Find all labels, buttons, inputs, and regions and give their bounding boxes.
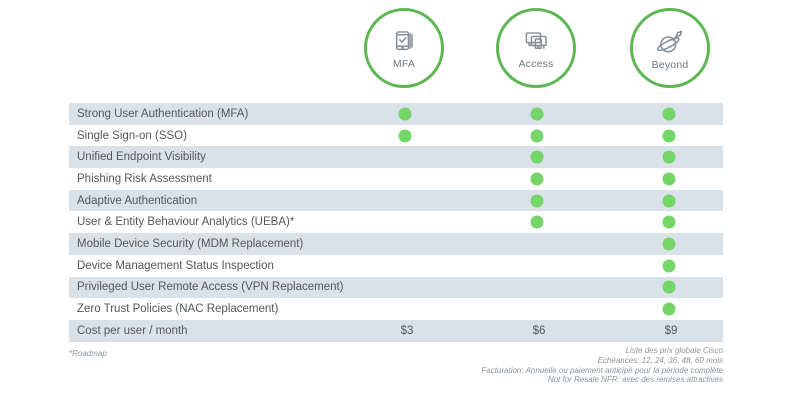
feature-label: Single Sign-on (SSO) [77,129,187,142]
availability-dot [398,129,412,143]
cost-row: Cost per user / month $3 $6 $9 [69,319,723,342]
table-row: User & Entity Behaviour Analytics (UEBA)… [69,211,723,233]
pricing-note-line: Facturation: Annuelle ou paiement antici… [481,365,723,375]
table-row: Phishing Risk Assessment [69,168,723,190]
feature-label: Mobile Device Security (MDM Replacement) [77,237,304,250]
plan-label: MFA [392,58,416,70]
feature-label: Zero Trust Policies (NAC Replacement) [77,303,279,316]
roadmap-footnote: *Roadmap [69,349,107,358]
plan-badge-beyond: Beyond [630,8,710,88]
feature-comparison-table: Strong User Authentication (MFA) Single … [69,103,723,342]
table-row: Device Management Status Inspection [69,255,723,277]
feature-label: Unified Endpoint Visibility [77,151,206,164]
availability-dot [530,150,544,164]
availability-dot [662,259,676,273]
feature-label: Adaptive Authentication [77,194,198,207]
availability-dot [662,107,676,121]
table-row: Mobile Device Security (MDM Replacement) [69,233,723,255]
feature-label: Strong User Authentication (MFA) [77,107,249,120]
cost-value-beyond: $9 [664,324,678,337]
availability-dot [662,237,676,251]
pricing-note-line: Echéances: 12, 24, 36, 48, 60 mois [597,355,723,365]
planet-rocket-icon [656,28,684,56]
pricing-notes: Liste des prix globale Cisco Echéances: … [481,346,723,385]
availability-dot [662,150,676,164]
plan-badge-mfa: MFA [364,8,444,88]
availability-dot [662,194,676,208]
devices-icon [523,28,550,55]
cost-value-mfa: $3 [400,324,414,337]
table-row: Adaptive Authentication [69,189,723,212]
availability-dot [530,107,544,121]
pricing-note-line: Not for Resale NFR: avec des remises att… [547,375,723,385]
phone-check-icon [391,28,418,55]
availability-dot [530,129,544,143]
table-row: Zero Trust Policies (NAC Replacement) [69,298,723,320]
feature-label: Phishing Risk Assessment [77,172,212,185]
pricing-note-line: Liste des prix globale Cisco [625,346,723,355]
cost-value-access: $6 [532,324,546,337]
availability-dot [662,215,676,229]
availability-dot [662,129,676,143]
plan-badge-access: Access [496,8,576,88]
plan-label: Access [518,58,554,70]
availability-dot [662,302,676,316]
plan-label: Beyond [651,58,689,71]
table-row: Unified Endpoint Visibility [69,146,723,169]
availability-dot [662,280,676,294]
feature-label: Device Management Status Inspection [77,259,274,272]
table-row: Strong User Authentication (MFA) [69,103,723,125]
availability-dot [530,172,544,186]
table-row: Privileged User Remote Access (VPN Repla… [69,276,723,299]
table-row: Single Sign-on (SSO) [69,125,723,147]
availability-dot [662,172,676,186]
cost-row-label: Cost per user / month [77,324,188,337]
feature-label: Privileged User Remote Access (VPN Repla… [77,281,344,294]
availability-dot [530,194,544,208]
feature-label: User & Entity Behaviour Analytics (UEBA)… [77,216,295,229]
availability-dot [398,107,412,121]
availability-dot [530,215,544,229]
